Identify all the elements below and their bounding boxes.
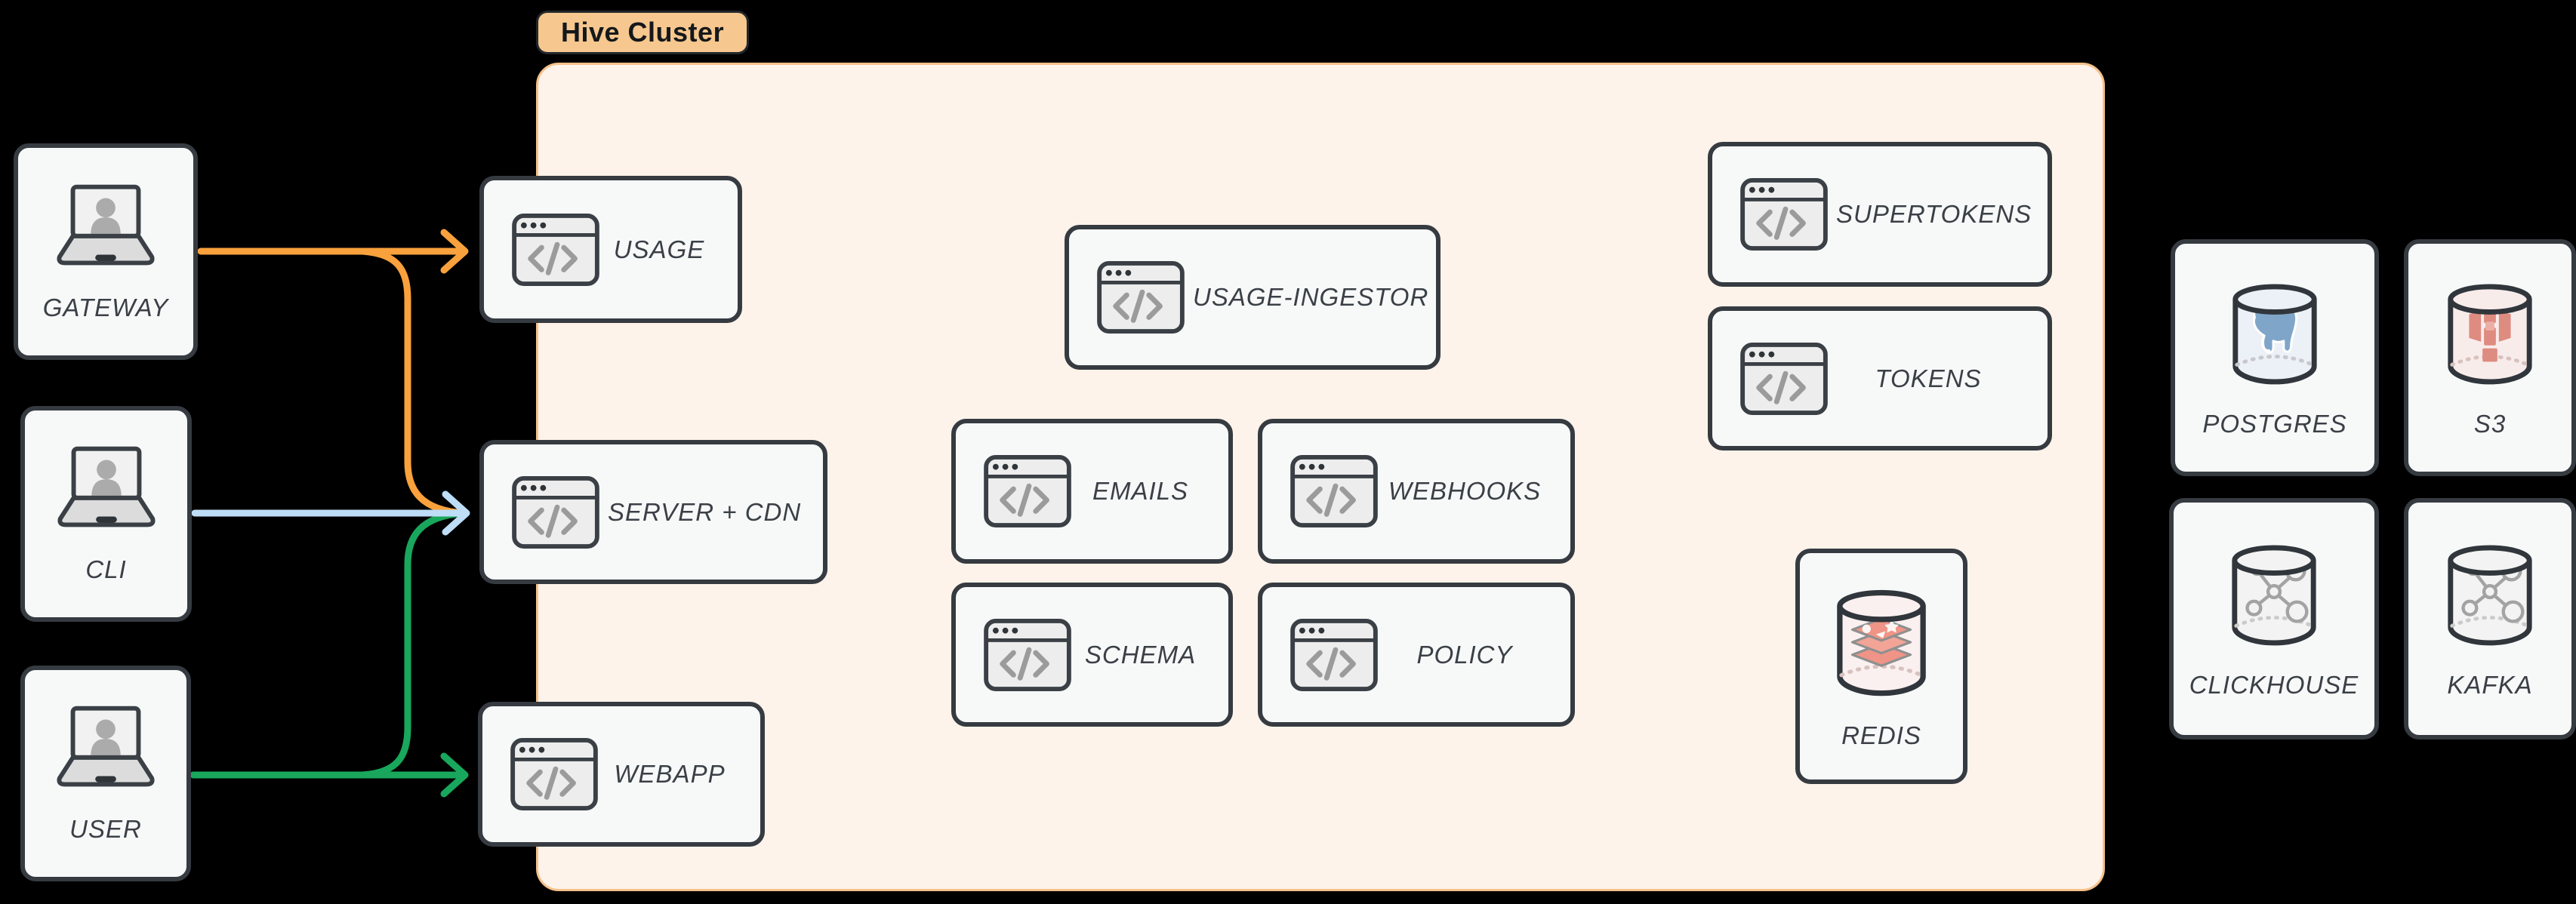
node-supertokens[interactable]: SUPERTOKENS — [1708, 142, 2052, 287]
node-s3[interactable]: S3 — [2404, 239, 2576, 476]
edge-gateway-to-server-cdn[interactable] — [359, 248, 467, 517]
node-label: S3 — [2473, 410, 2507, 438]
node-usage[interactable]: USAGE — [479, 176, 742, 323]
node-label: SERVER + CDN — [608, 497, 802, 526]
node-label: USAGE — [613, 235, 705, 263]
code-window-icon — [1096, 260, 1185, 334]
node-label: SUPERTOKENS — [1836, 200, 2032, 228]
code-window-icon — [1290, 618, 1379, 692]
laptop-user-icon — [46, 703, 165, 794]
edge-user-to-webapp[interactable] — [190, 752, 469, 798]
node-cli[interactable]: CLI — [20, 406, 192, 622]
node-label: CLI — [85, 555, 127, 583]
edge-cli-to-server-cdn[interactable] — [191, 490, 470, 536]
network-database-icon — [2226, 538, 2322, 650]
code-window-icon — [1739, 342, 1829, 416]
node-clickhouse[interactable]: CLICKHOUSE — [2169, 498, 2379, 739]
laptop-user-icon — [47, 444, 166, 534]
node-label: REDIS — [1841, 721, 1921, 749]
node-label: TOKENS — [1875, 364, 1982, 392]
node-user[interactable]: USER — [20, 666, 191, 881]
arrowhead-server-cdn — [442, 490, 470, 536]
code-window-icon — [983, 454, 1072, 528]
network-database-icon — [2442, 538, 2538, 650]
node-label: WEBAPP — [614, 760, 726, 788]
node-usage-ingestor[interactable]: USAGE-INGESTOR — [1065, 225, 1441, 370]
node-label: SCHEMA — [1084, 640, 1197, 669]
node-policy[interactable]: POLICY — [1258, 583, 1575, 727]
node-server-cdn[interactable]: SERVER + CDN — [479, 440, 827, 584]
laptop-user-icon — [46, 182, 165, 272]
hive-cluster-label: Hive Cluster — [536, 11, 750, 54]
node-label: POSTGRES — [2202, 410, 2347, 438]
code-window-icon — [511, 475, 600, 549]
node-label: POLICY — [1416, 640, 1513, 669]
node-label: GATEWAY — [42, 293, 169, 321]
s3-database-icon — [2442, 277, 2538, 389]
node-label: USER — [69, 815, 142, 843]
code-window-icon — [983, 618, 1072, 692]
hive-cluster-label-text: Hive Cluster — [561, 17, 725, 48]
code-window-icon — [511, 213, 600, 287]
node-label: WEBHOOKS — [1388, 477, 1542, 505]
node-postgres[interactable]: POSTGRES — [2171, 239, 2379, 476]
node-schema[interactable]: SCHEMA — [951, 583, 1233, 727]
node-tokens[interactable]: TOKENS — [1708, 306, 2052, 450]
arrowhead-webapp — [440, 752, 469, 798]
node-label: EMAILS — [1092, 477, 1189, 505]
node-kafka[interactable]: KAFKA — [2404, 498, 2576, 739]
postgres-database-icon — [2226, 277, 2323, 389]
node-label: CLICKHOUSE — [2189, 671, 2359, 699]
code-window-icon — [1290, 454, 1379, 528]
arrowhead-usage — [440, 229, 469, 274]
node-label: KAFKA — [2447, 671, 2533, 699]
node-webapp[interactable]: WEBAPP — [478, 702, 765, 847]
node-webhooks[interactable]: WEBHOOKS — [1258, 419, 1575, 564]
code-window-icon — [510, 737, 599, 811]
edge-gateway-to-usage[interactable] — [197, 229, 469, 274]
node-emails[interactable]: EMAILS — [951, 419, 1233, 564]
code-window-icon — [1739, 177, 1829, 251]
edge-user-to-server-cdn[interactable] — [359, 509, 467, 779]
node-label: USAGE-INGESTOR — [1193, 283, 1429, 311]
node-gateway[interactable]: GATEWAY — [14, 143, 198, 360]
node-redis[interactable]: REDIS — [1795, 549, 1967, 784]
redis-database-icon — [1830, 583, 1933, 700]
